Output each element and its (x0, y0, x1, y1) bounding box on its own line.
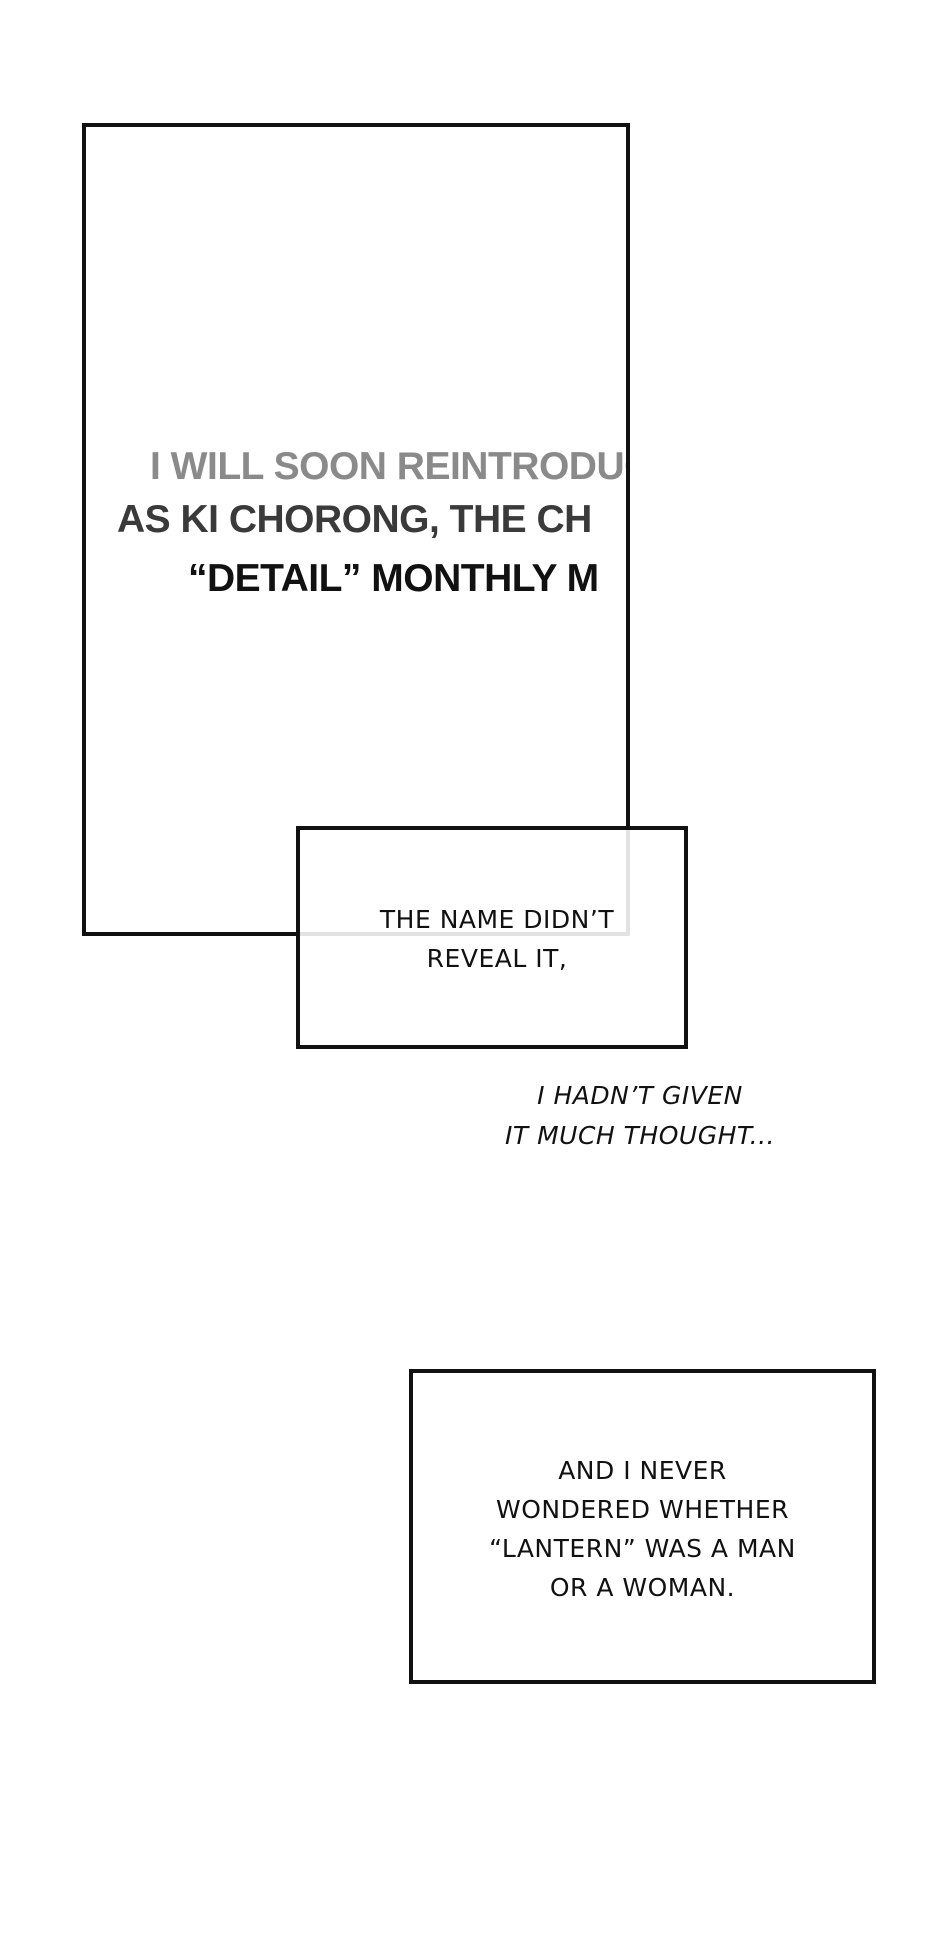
caption-line: THE NAME DIDN’T (379, 905, 615, 934)
narration-line: I HADN’T GIVEN (537, 1081, 743, 1110)
magazine-text-line: “DETAIL” MONTHLY M (188, 557, 599, 600)
narration-text: I HADN’T GIVEN IT MUCH THOUGHT... (460, 1076, 820, 1156)
comic-panel-magazine-text: I WILL SOON REINTRODUCE AS KI CHORONG, T… (82, 123, 630, 936)
caption-line: REVEAL IT, (426, 944, 568, 973)
caption-line: OR A WOMAN. (549, 1573, 736, 1602)
caption-line: WONDERED WHETHER (495, 1495, 790, 1524)
narration-line: IT MUCH THOUGHT... (504, 1121, 776, 1150)
magazine-text-line: I WILL SOON REINTRODUCE (150, 445, 630, 488)
magazine-text-line: AS KI CHORONG, THE CH (117, 498, 592, 541)
caption-text: AND I NEVER WONDERED WHETHER “LANTERN” W… (413, 1451, 872, 1607)
caption-line: “LANTERN” WAS A MAN (489, 1534, 796, 1563)
caption-box-name: THE NAME DIDN’T REVEAL IT, (296, 826, 688, 1049)
caption-text: THE NAME DIDN’T REVEAL IT, (300, 900, 684, 978)
caption-line: AND I NEVER (558, 1456, 727, 1485)
caption-box-lantern: AND I NEVER WONDERED WHETHER “LANTERN” W… (409, 1369, 876, 1684)
